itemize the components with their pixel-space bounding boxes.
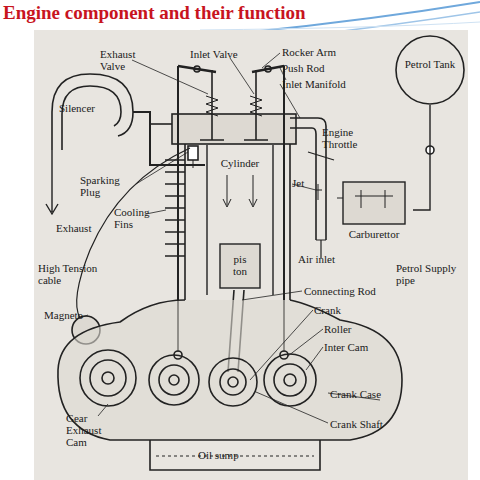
part-label: Roller [324,323,352,335]
piston: pis ton [219,243,261,289]
part-label: Inlet Manifold [282,78,346,90]
part-label: High Tension cable [38,262,112,286]
part-label: Engine Throttle [322,126,374,150]
part-label: Crank Shaft [330,418,383,430]
float-chamber [337,190,393,208]
part-label: Inlet Valve [190,48,250,60]
bore-outline [207,145,273,295]
piston-text: pis ton [229,253,251,277]
tank-outline [396,36,464,104]
piston-arrows [223,175,257,207]
part-label: Crank Case [330,388,381,400]
silencer: Silencer [38,72,135,152]
diagram-title: Engine component and their function [3,2,306,24]
piston-outline [220,244,260,288]
part-label: Petrol Supply pipe [396,262,474,286]
part-label: Crank [314,304,341,316]
pipe-line [413,105,430,210]
carburettor-text: Carburettor [335,228,413,240]
petrol-tank: Petrol Tank [395,35,465,105]
cylinder-bore-text: Cylinder [209,157,271,169]
part-label: Rocker Arm [282,46,336,58]
part-label: Connecting Rod [304,285,376,297]
part-label: Magneto [44,309,83,321]
petrol-supply-pipe [413,105,430,210]
part-label: Gear Exhaust Cam [66,412,112,448]
exhaust-pipe [133,112,205,165]
part-label: Exhaust Valve [100,48,152,72]
part-label: Cooling Fins [114,206,158,230]
carburettor: Carburettor [335,178,413,242]
pipe-line [133,112,205,165]
part-label: Jet [292,177,304,189]
petrol-tank-text: Petrol Tank [403,58,457,70]
part-label: Sparking Plug [80,174,134,198]
part-label: Push Rod [282,62,325,74]
cylinder-bore: Cylinder pis ton [205,145,275,295]
part-label: Inter Cam [324,341,368,353]
silencer-text: Silencer [52,102,102,114]
petrol-tank-outline [395,35,465,105]
part-label: Oil sump [198,449,239,461]
part-label: Air inlet [298,253,335,265]
carburettor-outline [343,182,405,224]
silencer-outline [52,74,133,150]
part-label: Exhaust [56,222,91,234]
